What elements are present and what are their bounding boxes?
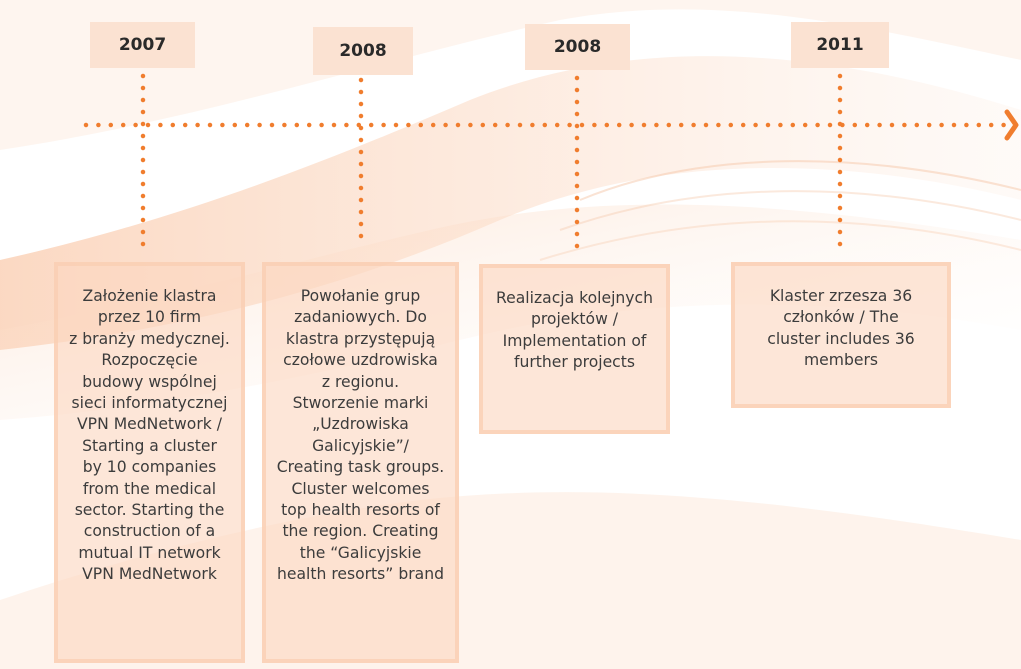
year-text: 2008 (553, 37, 602, 57)
year-text: 2011 (816, 35, 864, 55)
chevron-right-icon (1004, 109, 1019, 141)
year-label-2008-b: 2008 (525, 24, 630, 70)
milestone-card-2008-a: Powołanie grup zadaniowych. Do klastra p… (262, 262, 459, 663)
milestone-description: Założenie klastra przez 10 firm z branży… (69, 287, 230, 584)
year-text: 2008 (339, 41, 387, 61)
year-label-2011: 2011 (791, 22, 889, 68)
milestone-card-2008-b: Realizacja kolejnych projektów / Impleme… (479, 264, 670, 434)
milestone-description: Klaster zrzesza 36 członków / The cluste… (767, 287, 915, 370)
milestone-description: Powołanie grup zadaniowych. Do klastra p… (276, 287, 445, 584)
milestone-card-2011: Klaster zrzesza 36 członków / The cluste… (731, 262, 951, 408)
year-text: 2007 (118, 35, 167, 55)
year-label-2008-a: 2008 (313, 27, 413, 75)
milestone-card-2007: Założenie klastra przez 10 firm z branży… (54, 262, 245, 663)
year-label-2007: 2007 (90, 22, 195, 68)
milestone-description: Realizacja kolejnych projektów / Impleme… (496, 289, 653, 372)
